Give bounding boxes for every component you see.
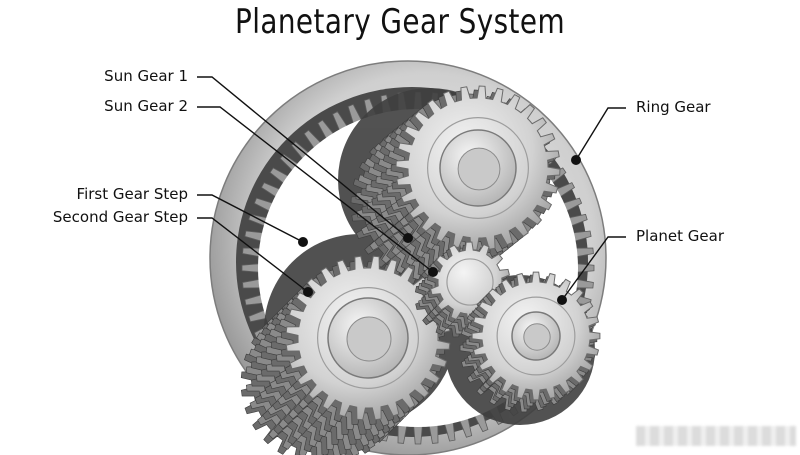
diagram-title: Planetary Gear System: [234, 2, 566, 42]
label-sun-gear-2: Sun Gear 2: [104, 97, 188, 115]
leader-sun-gear-1: [197, 76, 409, 239]
watermark-blur: [636, 426, 796, 446]
marker-planet-gear: [557, 295, 567, 305]
marker-second-gear-step: [303, 287, 313, 297]
leader-first-gear-step: [197, 194, 304, 243]
planet-gear-top: [350, 85, 561, 287]
planet-gear-left: [240, 255, 451, 455]
marker-sun-gear-2: [428, 267, 438, 277]
marker-ring-gear: [571, 155, 581, 165]
label-planet-gear: Planet Gear: [636, 227, 725, 245]
label-first-gear-step: First Gear Step: [76, 185, 188, 203]
leader-planet-gear: [561, 236, 626, 301]
label-sun-gear-1: Sun Gear 1: [104, 67, 188, 85]
leader-ring-gear: [575, 107, 626, 161]
marker-sun-gear-1: [403, 233, 413, 243]
planet-gear-right: [459, 271, 601, 413]
leader-sun-gear-2: [197, 106, 434, 273]
label-ring-gear: Ring Gear: [636, 98, 711, 116]
leader-second-gear-step: [197, 217, 309, 293]
marker-first-gear-step: [298, 237, 308, 247]
label-second-gear-step: Second Gear Step: [52, 208, 188, 226]
